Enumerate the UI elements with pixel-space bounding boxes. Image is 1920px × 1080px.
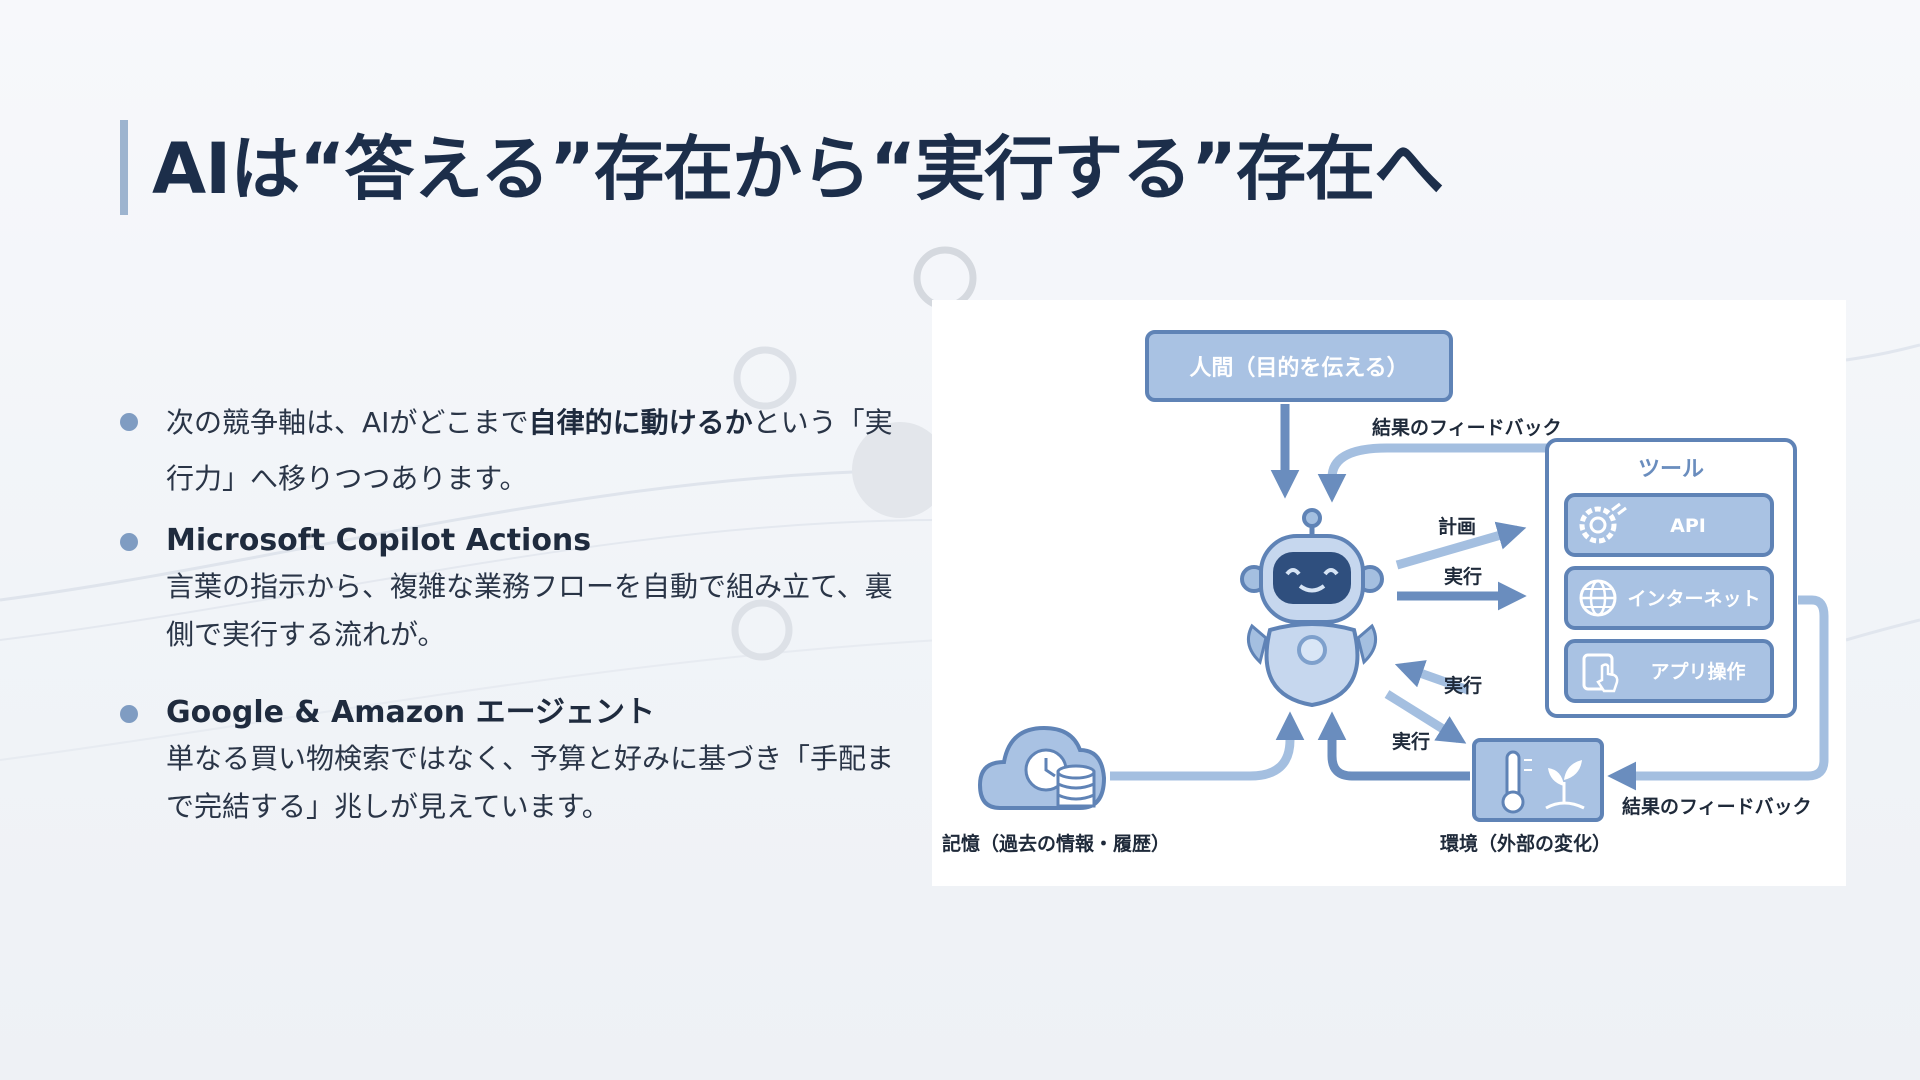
- arrow-feedback-bottom: [1607, 595, 1829, 791]
- exec-label-3: 実行: [1392, 730, 1430, 753]
- arrow-env-to-agent: [1394, 660, 1470, 695]
- bullet-heading: Google & Amazon エージェント: [166, 695, 655, 730]
- tool-api-label: API: [1670, 515, 1706, 537]
- bullet-body: 単なる買い物検索ではなく、予算と好みに基づき「手配まで完結する」兆しが見えていま…: [166, 742, 895, 823]
- bullet-text: 次の競争軸は、AIがどこまで自律的に動けるかという「実行力」へ移りつつあります。: [166, 395, 910, 507]
- environment-label: 環境（外部の変化）: [1440, 832, 1611, 855]
- bullet-item: Microsoft Copilot Actions 言葉の指示から、複雑な業務フ…: [120, 519, 910, 659]
- cloud-clock-database-icon: [977, 725, 1107, 810]
- bullet-text-post: という「実行力」へ移りつつあります。: [166, 406, 893, 495]
- tool-app-label: アプリ操作: [1650, 660, 1745, 683]
- gear-plug-icon: [1579, 502, 1627, 544]
- bullet-list: 次の競争軸は、AIがどこまで自律的に動けるかという「実行力」へ移りつつあります。…: [120, 395, 910, 831]
- bullet-item: Google & Amazon エージェント 単なる買い物検索ではなく、予算と好…: [120, 691, 910, 831]
- bullet-heading: Microsoft Copilot Actions: [166, 523, 592, 558]
- tool-app-operation: [1564, 639, 1774, 703]
- agent-diagram: 人間（目的を伝える） 結果のフィードバック 計画 実行 ツール API: [932, 300, 1846, 886]
- bullet-text-bold: 自律的に動けるか: [528, 406, 753, 439]
- tools-panel: ツール API インターネット アプリ操作: [1545, 438, 1797, 718]
- feedback-bottom-label: 結果のフィードバック: [1622, 795, 1812, 818]
- feedback-top-label: 結果のフィードバック: [1372, 416, 1562, 439]
- memory-label: 記憶（過去の情報・履歴）: [942, 832, 1170, 855]
- bullet-dot: [120, 705, 138, 723]
- human-label: 人間（目的を伝える）: [1189, 355, 1408, 381]
- thermometer-plant-icon: [1472, 738, 1604, 822]
- page-title: AIは“答える”存在から“実行する”存在へ: [152, 128, 1444, 210]
- arrow-agent-to-env: [1384, 690, 1467, 744]
- bullet-body: 言葉の指示から、複雑な業務フローを自動で組み立て、裏側で実行する流れが。: [166, 570, 893, 651]
- title-accent-bar: [120, 120, 128, 215]
- arrow-env-feedback: [1317, 711, 1470, 781]
- tools-title: ツール: [1638, 457, 1704, 482]
- exec-label-2: 実行: [1444, 674, 1482, 697]
- bullet-dot: [120, 533, 138, 551]
- exec-label-1: 実行: [1444, 565, 1482, 588]
- plan-label: 計画: [1438, 515, 1476, 538]
- robot-icon: [1240, 508, 1384, 708]
- arrow-memory-to-agent: [1110, 711, 1305, 781]
- agent-diagram-svg: 人間（目的を伝える） 結果のフィードバック 計画 実行 ツール API: [942, 330, 1829, 855]
- tablet-tap-icon: [1582, 653, 1619, 693]
- tool-internet-label: インターネット: [1627, 588, 1760, 610]
- bullet-dot: [120, 413, 138, 431]
- human-node: 人間（目的を伝える）: [1145, 330, 1453, 402]
- arrow-plan: [1395, 521, 1527, 570]
- bullet-item: 次の競争軸は、AIがどこまで自律的に動けるかという「実行力」へ移りつつあります。: [120, 395, 910, 507]
- tool-internet: [1564, 566, 1774, 630]
- bullet-text-pre: 次の競争軸は、AIがどこまで: [166, 406, 529, 439]
- globe-icon: [1579, 579, 1617, 617]
- arrow-feedback-top: [1317, 443, 1547, 503]
- tool-api: [1564, 493, 1774, 557]
